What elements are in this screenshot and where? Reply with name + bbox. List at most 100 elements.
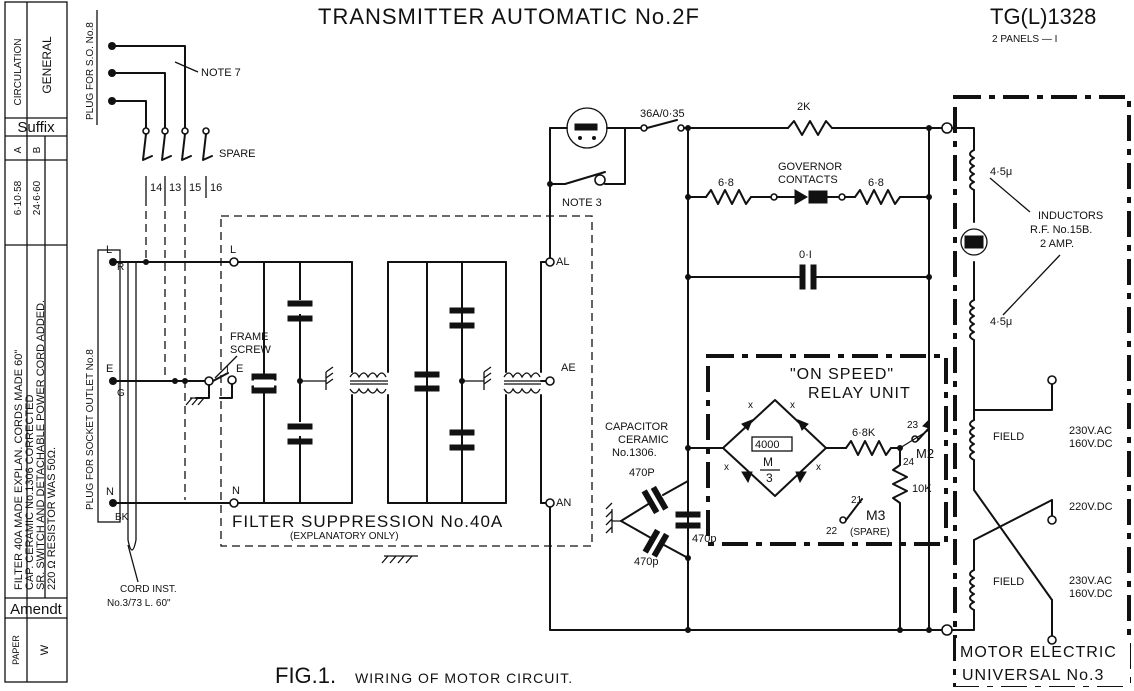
amendment-strip: CIRCULATION GENERAL Suffix A B 6·10·58 2… [4,1,68,683]
strip-amend-4: 220 Ω RESISTOR WAS 50Ω. [46,447,58,590]
term-AE: AE [561,362,576,374]
cap-470p-bottom: 470p [634,556,658,568]
fuse-holder [566,107,608,149]
res-6-8k-label: 6·8K [852,427,876,439]
governor-label-2: CONTACTS [778,174,838,186]
strip-suffix-b: B [32,146,43,153]
term-L-filter: L [230,244,236,256]
pin-16-label: 16 [210,182,222,194]
plug-socket-label: PLUG FOR SOCKET OUTLET No.8 [85,349,96,510]
motor-label-2: UNIVERSAL No.3 [962,667,1104,684]
frame-screw-label-2: SCREW [230,344,272,356]
volt-160dc-bottom: 160V.DC [1069,588,1113,600]
pin-13-label: 13 [169,182,181,194]
filter-40a: FILTER SUPPRESSION No.40A (EXPLANATORY O… [220,215,593,564]
fig-caption-title: FIG.1. [275,663,336,688]
switch-36a-label: 36A/0·35 [640,108,685,120]
cap-0-1-label: 0·I [799,249,812,261]
cord-inst-1: CORD INST. [120,584,177,595]
pin-14-label: 14 [150,182,162,194]
term-L-left: L [106,244,112,256]
inductors-label-2: R.F. No.15B. [1030,224,1092,236]
motor-unit: MOTOR ELECTRIC UNIVERSAL No.3 4·5μ 4·5μ … [951,95,1131,687]
inductor-top-label: 4·5μ [990,166,1012,178]
relay-spare-label: (SPARE) [850,527,890,538]
inductors-label-3: 2 AMP. [1040,238,1074,250]
strip-suffix-a: A [13,146,24,153]
bridge-x-3: x [724,462,729,473]
governor-label-1: GOVERNOR [778,161,842,173]
relay-title-1: "ON SPEED" [790,366,894,383]
contact-24-label: 24 [903,457,915,468]
frame-screw-label-1: FRAME [230,331,269,343]
inductors-label-1: INDUCTORS [1038,210,1103,222]
inductor-bottom-label: 4·5μ [990,316,1012,328]
volt-230ac-bottom: 230V.AC [1069,575,1112,587]
term-N-filter: N [232,485,240,497]
motor-label-1: MOTOR ELECTRIC [960,644,1117,661]
fig-caption-text: WIRING OF MOTOR CIRCUIT. [355,670,573,686]
relay-m3-label: M3 [866,507,886,523]
term-N-left: N [106,486,114,498]
contact-22-label: 22 [826,526,838,537]
filter-subtitle: (EXPLANATORY ONLY) [290,531,399,542]
bridge-x-2: x [790,400,795,411]
relay-m2-label: M2 [916,446,934,461]
strip-circulation-value: GENERAL [40,36,54,94]
bridge-x-4: x [816,462,821,473]
drawing-number: TG(L)1328 [990,4,1096,29]
term-G: G [117,388,125,399]
cap-ceramic-label-3: No.1306. [612,447,657,459]
res-2k-label: 2K [797,101,811,113]
contact-23-label: 23 [907,420,919,431]
term-I: I [226,364,229,375]
volt-230ac-top: 230V.AC [1069,425,1112,437]
strip-amend-2: CAP. CERAMIC No.1306 CORRECTED [24,395,36,590]
term-E-filter: E [236,363,243,375]
note3-label: NOTE 3 [562,197,602,209]
res-6-8-right-label: 6·8 [868,177,884,189]
meter-3-label: 3 [766,471,773,485]
pin-15-label: 15 [189,182,201,194]
panels-note: 2 PANELS — I [992,34,1057,45]
strip-suffix: Suffix [17,119,55,136]
strip-paper-value: W [39,644,51,655]
cap-ceramic-label-2: CERAMIC [618,434,669,446]
strip-circulation-label: CIRCULATION [13,38,24,105]
strip-paper-label: PAPER [11,635,21,665]
plug-so8-label: PLUG FOR S.O. No.8 [85,22,96,120]
bridge-x-1: x [748,400,753,411]
term-E-left: E [106,363,113,375]
res-10k-label: 10K [912,483,932,495]
cord-inst-2: No.3/73 L. 60" [107,598,171,609]
res-6-8-left-label: 6·8 [718,177,734,189]
meter-m-label: M [763,455,773,469]
volt-220dc: 220V.DC [1069,501,1113,513]
relay-title-2: RELAY UNIT [808,385,911,402]
strip-amend-1: FILTER 40A MADE EXPLAN. CORDS MADE 60" [13,350,25,590]
strip-amend-3: SR. SWITCH AND DETACHABLE POWER CORD ADD… [35,300,47,590]
spare-label: SPARE [219,148,255,160]
note7-label: NOTE 7 [201,67,241,79]
cap-ceramic-label-1: CAPACITOR [605,421,668,433]
filter-title: FILTER SUPPRESSION No.40A [232,512,503,531]
term-AL: AL [556,256,569,268]
field-bottom-label: FIELD [993,576,1024,588]
volt-160dc-top: 160V.DC [1069,438,1113,450]
field-top-label: FIELD [993,431,1024,443]
page-title: TRANSMITTER AUTOMATIC No.2F [318,4,700,29]
term-R: R [117,262,124,273]
filter-cap-1 [251,373,277,394]
term-AN: AN [556,497,571,509]
strip-date-a: 6·10·58 [13,180,24,215]
contact-21-label: 21 [851,495,863,506]
strip-amendt: Amendt [10,601,63,618]
plug-socket-outlet: PLUG FOR SOCKET OUTLET No.8 L R E G N BK… [85,244,177,609]
strip-date-b: 24·6·60 [32,180,43,215]
plug-so8: PLUG FOR S.O. No.8 NOTE 7 SPARE 14 13 15… [85,10,255,500]
term-BK: BK [115,512,129,523]
relay-unit: "ON SPEED" RELAY UNIT x x x x 4000 M 3 6… [687,354,948,631]
meter-4000-label: 4000 [755,439,779,451]
